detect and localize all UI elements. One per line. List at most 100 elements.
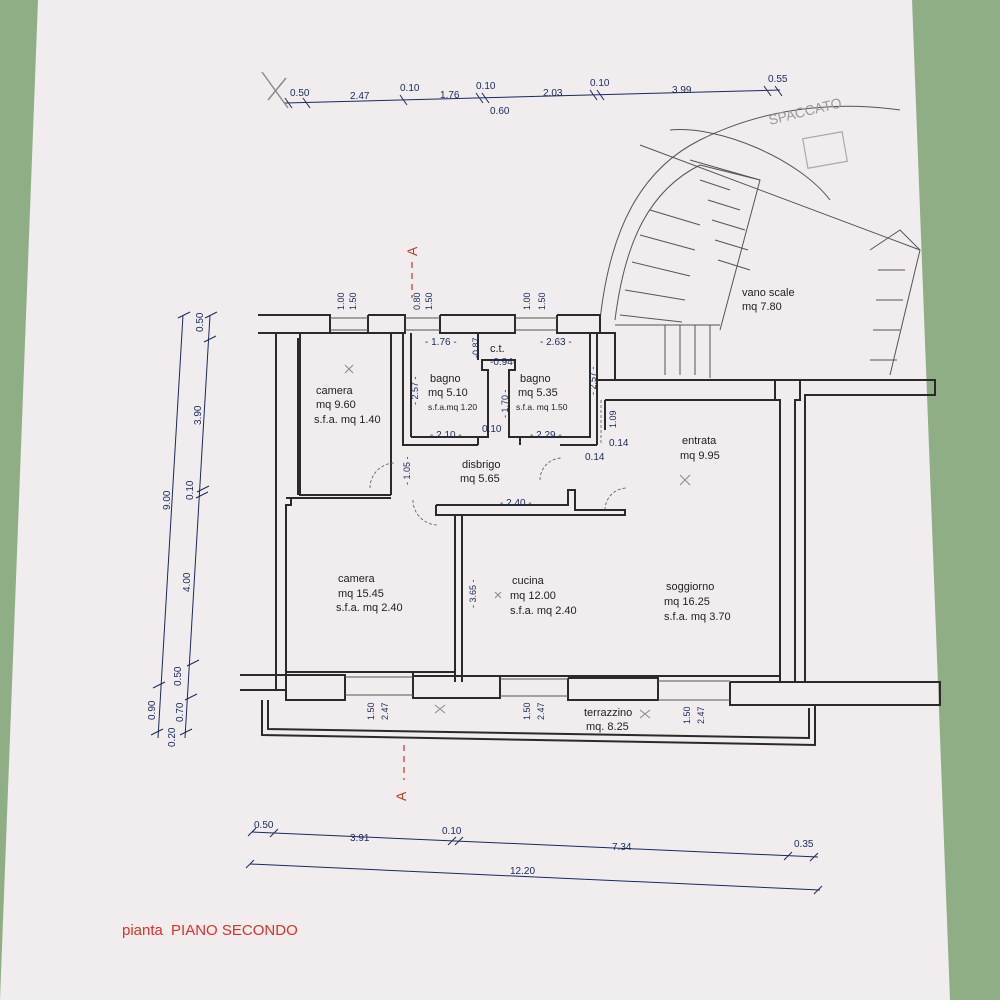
left-dim-total: 9.00 — [162, 490, 173, 510]
ceiling-fixture-marks — [344, 364, 691, 719]
top-dim-10: 0.55 — [768, 74, 788, 85]
window-3b: 1.50 — [537, 292, 547, 310]
drawing-title-main: PIANO SECONDO — [171, 922, 298, 939]
internal-dimensions: - 1.76 - -0.87 -0.94- - 2.63 - - 2.57 - … — [402, 337, 629, 608]
bottom-dim-5: 0.35 — [794, 839, 814, 850]
top-dimension-chain — [284, 85, 783, 109]
top-dim-6: 0.60 — [490, 106, 510, 117]
left-dim-8: 0.20 — [167, 727, 178, 747]
room-bagno-1-name: bagno — [430, 373, 461, 385]
pencil-cross-mark — [261, 71, 289, 109]
internal-dim-10: - 2.29 - — [530, 430, 562, 441]
top-dim-8: 0.10 — [590, 78, 610, 89]
room-ct-name: c.t. — [490, 343, 505, 355]
bottom-dim-1: 0.50 — [254, 820, 274, 831]
window-1a: 1.00 — [336, 292, 346, 310]
internal-dim-14: - 1.05 - — [402, 456, 412, 485]
internal-dim-13: 0.14 — [585, 452, 605, 463]
left-dim-2: 3.90 — [193, 405, 204, 425]
pencil-doodle-box — [802, 131, 848, 169]
left-dim-1: 0.50 — [195, 312, 206, 332]
room-camera-1-name: camera — [316, 385, 354, 397]
door-swings — [369, 400, 628, 526]
drawing-title: pianta PIANO SECONDO — [122, 922, 298, 939]
bottom-dim-3: 0.10 — [442, 826, 462, 837]
top-dim-7: 2.03 — [543, 88, 563, 99]
room-cucina-area: mq 12.00 — [510, 590, 556, 602]
room-disbrigo-name: disbrigo — [462, 459, 501, 471]
room-entrata-area: mq 9.95 — [680, 450, 720, 462]
left-dim-7: 0.70 — [175, 702, 186, 722]
section-mark-bottom: A — [393, 791, 409, 801]
window-5b: 2.47 — [536, 702, 546, 720]
internal-dim-4: - 2.63 - — [540, 337, 572, 348]
top-dim-5: 0.10 — [476, 81, 496, 92]
internal-dim-15: - 2.40 - — [500, 498, 532, 509]
room-cucina-name: cucina — [512, 575, 545, 587]
section-line-top: A — [404, 246, 420, 298]
window-5a: 1.50 — [522, 702, 532, 720]
room-camera-2-sfa: s.f.a. mq 2.40 — [336, 602, 403, 614]
internal-dim-6: - 1.70 - — [500, 389, 510, 418]
left-dim-6: 0.90 — [147, 700, 158, 720]
internal-dim-11: 1.09 — [608, 410, 618, 428]
room-camera-2-name: camera — [338, 573, 376, 585]
left-dim-3: 0.10 — [185, 480, 196, 500]
room-camera-1-area: mq 9.60 — [316, 399, 356, 411]
room-terrazzino-name: terrazzino — [584, 707, 632, 719]
room-cucina-sfa: s.f.a. mq 2.40 — [510, 605, 577, 617]
room-area-vano-scale: mq 7.80 — [742, 301, 782, 313]
room-bagno-2-area: mq 5.35 — [518, 387, 558, 399]
room-entrata-name: entrata — [682, 435, 717, 447]
window-3a: 1.00 — [522, 292, 532, 310]
window-6a: 1.50 — [682, 706, 692, 724]
room-bagno-2-sfa: s.f.a. mq 1.50 — [516, 402, 568, 412]
internal-dim-9: 0.10 — [482, 424, 502, 435]
paper-sheet — [0, 0, 950, 1000]
internal-dim-12: 0.14 — [609, 438, 629, 449]
top-dim-1: 0.50 — [290, 88, 310, 99]
room-terrazzino-area: mq. 8.25 — [586, 721, 629, 733]
room-bagno-1-area: mq 5.10 — [428, 387, 468, 399]
section-mark-top: A — [404, 246, 420, 256]
room-camera-2-area: mq 15.45 — [338, 588, 384, 600]
drawing-title-prefix: pianta — [122, 922, 164, 939]
room-soggiorno-name: soggiorno — [666, 581, 714, 593]
window-4a: 1.50 — [366, 702, 376, 720]
window-1b: 1.50 — [348, 292, 358, 310]
bottom-dimension-chain — [245, 827, 823, 895]
room-bagno-2-name: bagno — [520, 373, 551, 385]
left-dim-5: 0.50 — [173, 666, 184, 686]
windows — [330, 317, 730, 701]
window-labels: 1.00 1.50 0.80 1.50 1.00 1.50 1.50 2.47 … — [336, 292, 706, 724]
room-bagno-1-sfa: s.f.a.mq 1.20 — [428, 402, 477, 412]
left-dimension-chain — [150, 311, 218, 739]
internal-dim-16: - 3.65 - — [468, 579, 478, 608]
internal-dim-1: - 1.76 - — [425, 337, 457, 348]
window-2a: 0.80 — [412, 292, 422, 310]
internal-dim-5: - 2.57 - — [410, 376, 420, 405]
bottom-dim-4: 7.34 — [612, 842, 632, 853]
walls — [240, 314, 941, 747]
internal-dim-2: -0.87 — [471, 337, 481, 358]
top-dim-9: 3.99 — [672, 85, 692, 96]
window-2b: 1.50 — [424, 292, 434, 310]
top-dim-2: 2.47 — [350, 91, 370, 102]
top-dim-3: 0.10 — [400, 83, 420, 94]
room-label-vano-scale: vano scale — [742, 287, 795, 299]
staircase — [599, 105, 921, 378]
left-dim-4: 4.00 — [182, 572, 193, 592]
room-soggiorno-sfa: s.f.a. mq 3.70 — [664, 611, 731, 623]
window-4b: 2.47 — [380, 702, 390, 720]
internal-dim-8: - 2.10 - — [430, 430, 462, 441]
room-disbrigo-area: mq 5.65 — [460, 473, 500, 485]
bottom-dim-2: 3.91 — [350, 833, 370, 844]
room-soggiorno-area: mq 16.25 — [664, 596, 710, 608]
section-line-bottom: A — [393, 745, 409, 801]
room-camera-1-sfa: s.f.a. mq 1.40 — [314, 414, 381, 426]
room-labels: camera mq 9.60 s.f.a. mq 1.40 bagno mq 5… — [314, 343, 731, 733]
internal-dim-7: - 2.57 - — [588, 366, 598, 395]
top-dim-4: 1.76 — [440, 90, 460, 101]
